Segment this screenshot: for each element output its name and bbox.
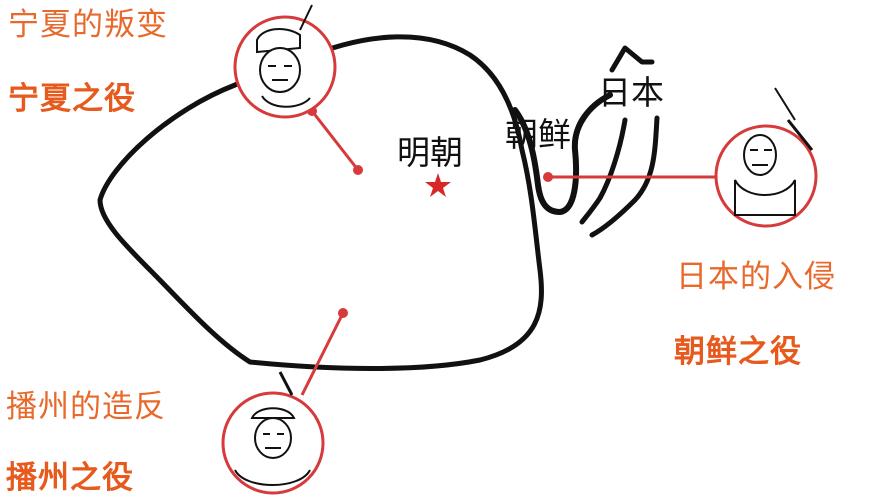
- ming-label: 明朝: [397, 133, 463, 172]
- connector-ningxia-end: [353, 165, 363, 175]
- connector-bozhou-start: [338, 308, 348, 318]
- joseon-label: 朝鲜: [505, 115, 571, 154]
- connector-bozhou: [300, 312, 345, 396]
- ningxia-campaign-label: 宁夏之役: [8, 81, 136, 117]
- korea-outline: [512, 92, 613, 215]
- japan-outline: [579, 45, 660, 238]
- bozhou-event-label: 播州的造反: [6, 389, 166, 425]
- ningxia-event-label: 宁夏的叛变: [8, 7, 168, 43]
- joseon-campaign-label: 朝鲜之役: [674, 334, 802, 370]
- japan-event-label: 日本的入侵: [676, 259, 836, 295]
- warrior-icon-bozhou: [221, 371, 325, 495]
- connector-joseon-start: [543, 172, 553, 182]
- star-icon: [425, 173, 451, 197]
- connector-ningxia: [310, 110, 360, 171]
- japan-label: 日本: [598, 73, 664, 112]
- warrior-icon-japan: [714, 87, 818, 228]
- warrior-icon-ningxia: [233, 4, 337, 119]
- ming-territory-outline: [97, 34, 544, 371]
- bozhou-campaign-label: 播州之役: [6, 460, 134, 496]
